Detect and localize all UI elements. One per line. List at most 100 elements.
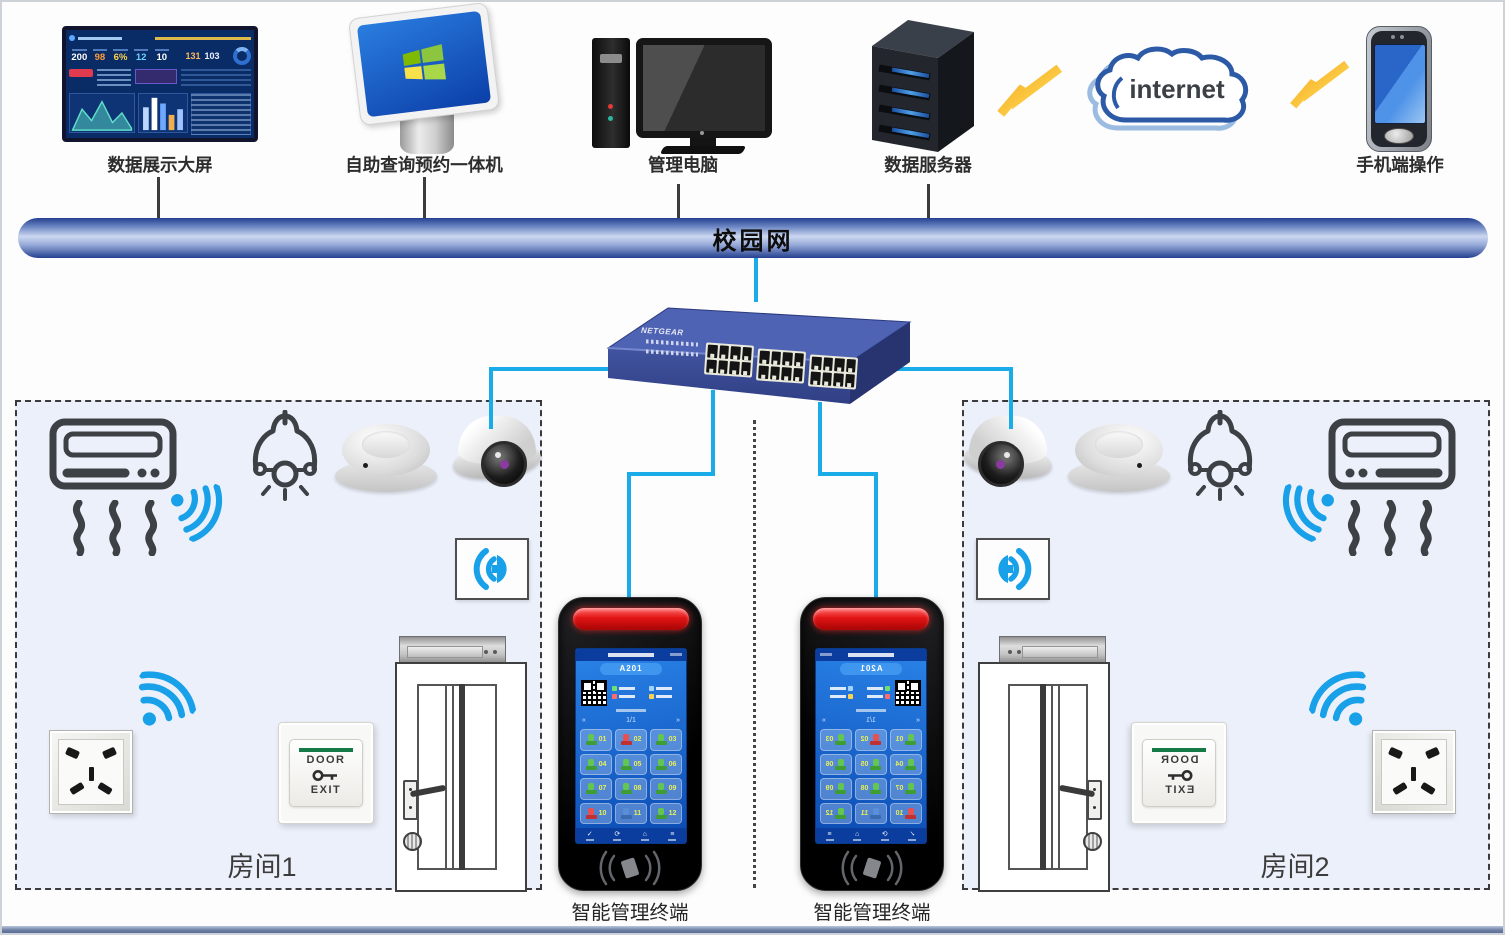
seat-grid: 01 02 03 04 05 06 07 08 09 10 11 12 (576, 725, 686, 828)
exit-button-door-text: DOOR (306, 753, 346, 766)
camera-lens (977, 440, 1024, 487)
terminal-screen: A201 « 1/1 » 01 02 03 04 05 06 07 08 (575, 648, 687, 844)
alert-badge (69, 69, 93, 77)
next-page-icon: » (822, 716, 826, 724)
next-page-icon: » (676, 716, 680, 724)
air-flow-waves-icon (1336, 499, 1440, 561)
power-socket (1372, 730, 1456, 814)
kpi-value: 6% (110, 49, 131, 63)
magnetic-lock (399, 636, 506, 666)
phone-label: 手机端操作 (1356, 155, 1444, 175)
phone-screen (1374, 44, 1426, 124)
network-cable (627, 472, 631, 606)
nfc-swipe-zone-icon (835, 850, 909, 891)
terminal-info-row (576, 676, 686, 709)
seat-cell: 02 (615, 729, 647, 751)
display-screen-label: 数据展示大屏 (107, 155, 213, 175)
rfid-wave-icon (473, 548, 507, 590)
pc-monitor (636, 38, 772, 138)
door (395, 662, 527, 892)
smoke-detector-inner (1094, 431, 1144, 458)
nav-item: ✓ (585, 831, 594, 841)
seat-cell: 12 (820, 802, 852, 824)
prev-page-icon: « (582, 716, 586, 724)
network-cable (627, 472, 715, 476)
dashboard-kpis: 200 98 6% 12 10 (69, 49, 172, 63)
internet-label: internet (1129, 74, 1225, 104)
wifi-signal-icon (116, 655, 208, 747)
seat-cell: 07 (890, 778, 922, 800)
data-server (870, 8, 980, 163)
rfid-wave-icon (998, 548, 1032, 590)
network-cable (489, 367, 639, 371)
wifi-signal-icon (1297, 655, 1389, 747)
stat-item (648, 694, 682, 699)
seat-cell: 07 (580, 778, 612, 800)
socket-hole (88, 767, 94, 782)
magnetic-lock-plate (1022, 646, 1098, 658)
seat-cell: 02 (855, 729, 887, 751)
smoke-detector (335, 424, 437, 494)
seat-cell: 08 (615, 778, 647, 800)
pagination-bar: « 1/1 » (576, 715, 686, 725)
seat-cell: 03 (650, 729, 682, 751)
stat-item (858, 686, 890, 691)
dashboard-header (69, 33, 251, 43)
pagination-bar: « 1/1 » (816, 715, 926, 725)
data-table-lines (191, 93, 251, 135)
dome-camera (451, 416, 543, 498)
mini-panel (135, 69, 177, 84)
door-panel (417, 684, 497, 870)
door-groove (1051, 684, 1053, 870)
self-service-kiosk (347, 1, 502, 156)
tower-drive-slot (600, 54, 622, 63)
pc-monitor-screen (643, 45, 765, 131)
door-exit-button: DOOR EXIT (278, 722, 374, 824)
page-indicator: 1/1 (866, 716, 876, 724)
connector-line (927, 184, 930, 218)
smart-terminal-1: A201 « 1/1 » 01 02 03 04 05 06 07 08 (558, 597, 702, 891)
exit-button-face: DOOR EXIT (289, 739, 363, 807)
card-reader (455, 538, 529, 600)
seat-cell: 04 (580, 753, 612, 775)
network-cable (1009, 367, 1013, 429)
kpi-value: 98 (90, 49, 111, 63)
qr-code (895, 679, 921, 706)
stat-item (648, 686, 682, 691)
magnetic-lock-screw (1008, 650, 1012, 654)
pc-monitor-led (700, 131, 704, 135)
detail-link (576, 709, 686, 715)
room-1: DOOR EXIT (15, 400, 543, 892)
magnetic-lock-screw (1017, 650, 1021, 654)
terminal-title-bar (816, 649, 926, 661)
room2-label: 房间2 (1260, 852, 1330, 882)
kiosk-screen (347, 1, 501, 127)
door-groove (1058, 684, 1060, 870)
door-groove (459, 684, 465, 870)
door-exit-button: DOOR EXIT (1131, 722, 1227, 824)
door-lock-plate (403, 780, 418, 820)
nfc-swipe-zone-icon (593, 850, 667, 891)
seat-stats (821, 686, 890, 699)
mobile-phone (1366, 26, 1432, 152)
room-2: DOOR EXIT (962, 400, 1490, 892)
seat-grid: 01 02 03 04 05 06 07 08 09 10 11 12 (816, 725, 926, 828)
magnetic-lock-plate (407, 646, 483, 658)
seat-cell: 05 (615, 753, 647, 775)
dotted-divider (753, 420, 756, 888)
smart-terminal-2: A201 « 1/1 » 01 02 03 04 05 06 07 08 (800, 597, 944, 891)
phone-home-button (1384, 128, 1414, 144)
donut-chart (233, 47, 251, 65)
switch-port-group (807, 354, 859, 390)
terminal-status-light (573, 608, 689, 630)
nav-item: ⟳ (880, 831, 889, 841)
nav-item: ≡ (825, 831, 834, 841)
exit-button-green-line (299, 748, 353, 752)
lightning-link-icon (995, 64, 1065, 121)
internet-cloud: internet (1082, 46, 1272, 157)
door-panel (1008, 684, 1088, 870)
campus-network-backbone: 校园网 (18, 218, 1488, 258)
door (978, 662, 1110, 892)
terminal-info-row (816, 676, 926, 709)
room-code-badge: A201 (600, 662, 662, 675)
